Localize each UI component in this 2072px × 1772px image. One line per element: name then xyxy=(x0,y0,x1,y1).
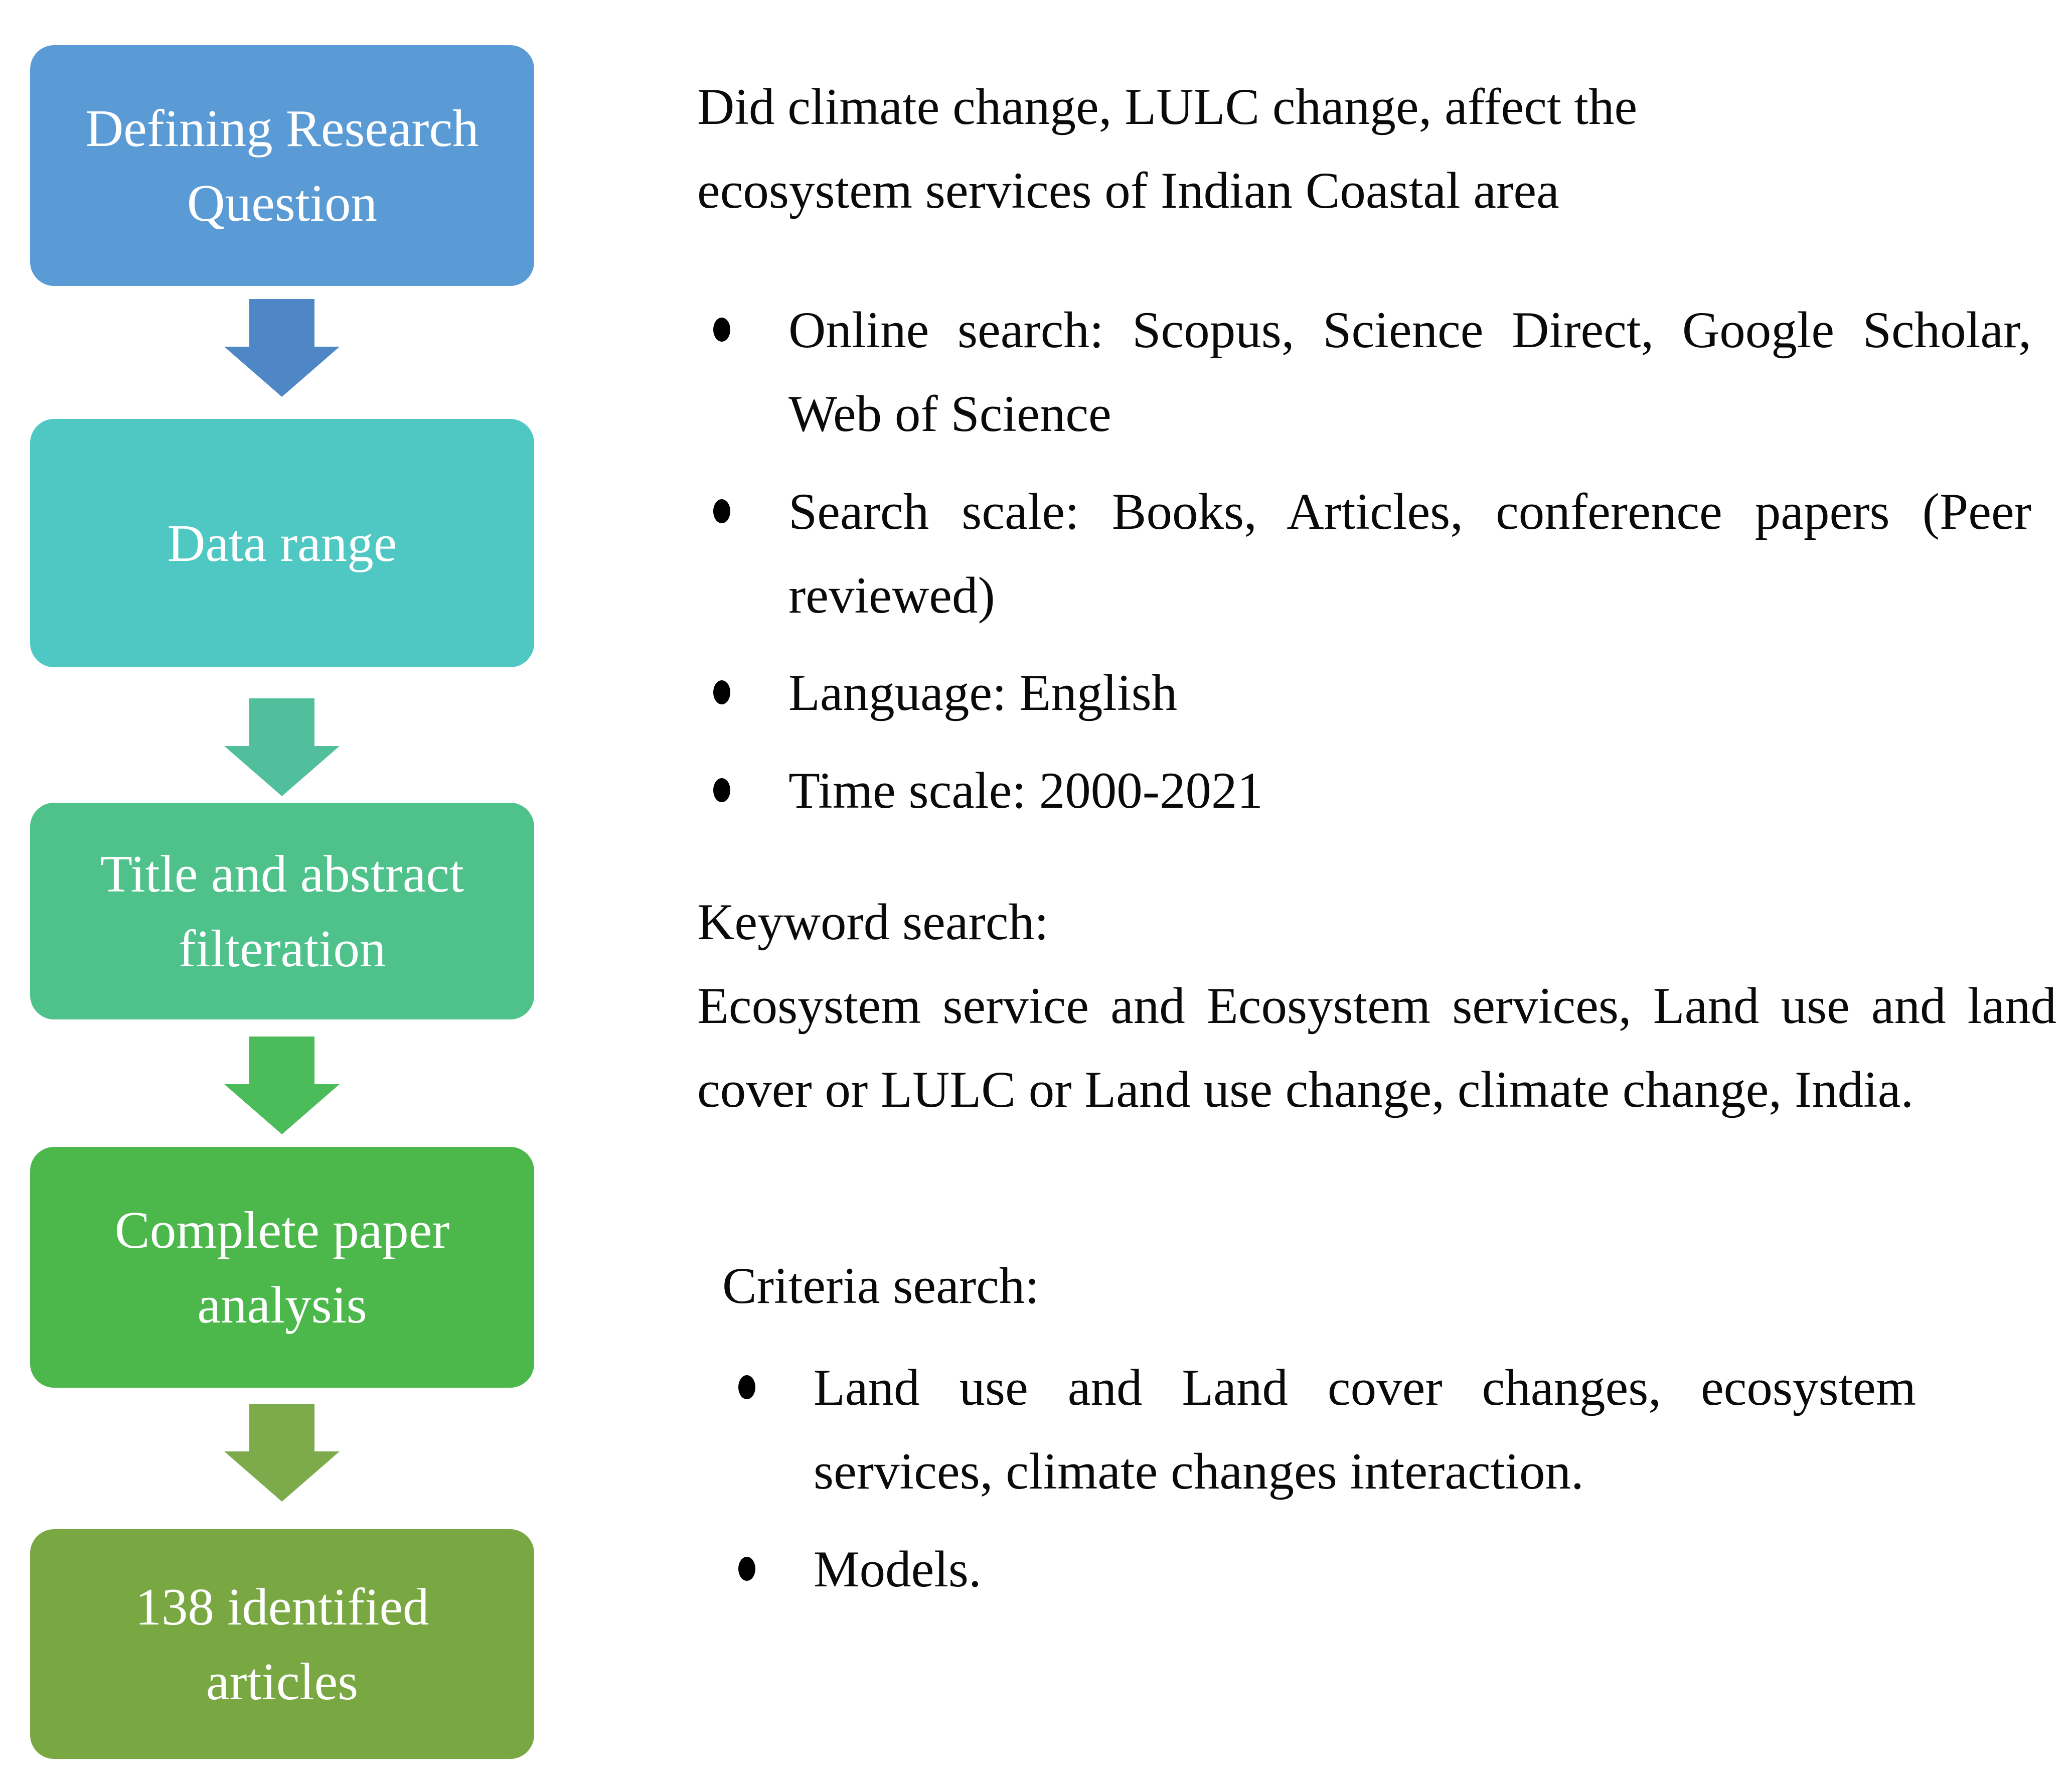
list-item-text: Land use and Land cover changes, ecosyst… xyxy=(814,1359,1916,1500)
bullet-icon xyxy=(713,680,730,705)
list-item-text: Search scale: Books, Articles, conferenc… xyxy=(788,483,2031,624)
bullet-icon xyxy=(738,1375,755,1399)
list-item-search-scale: Search scale: Books, Articles, conferenc… xyxy=(697,470,2031,638)
list-item-online-search: Online search: Scopus, Science Direct, G… xyxy=(697,288,2031,456)
flow-step-label: Defining Research Question xyxy=(85,98,479,232)
down-arrow-icon xyxy=(224,299,340,397)
bullet-icon xyxy=(713,499,730,523)
flow-step-title-abstract-filteration: Title and abstract filteration xyxy=(30,803,534,1019)
search-parameters-list: Online search: Scopus, Science Direct, G… xyxy=(697,288,2031,847)
criteria-search-list: Land use and Land cover changes, ecosyst… xyxy=(722,1346,1916,1611)
flow-step-label: Title and abstract filteration xyxy=(100,844,464,978)
down-arrow-icon xyxy=(224,698,340,796)
bullet-icon xyxy=(713,778,730,803)
bullet-icon xyxy=(738,1556,755,1581)
flow-step-defining-research-question: Defining Research Question xyxy=(30,45,534,286)
keyword-search-body: Ecosystem service and Ecosystem services… xyxy=(697,977,2056,1118)
list-item-text: Language: English xyxy=(788,664,1178,722)
down-arrow-icon xyxy=(224,1404,340,1502)
list-item-text: Models. xyxy=(814,1540,982,1598)
keyword-search-heading: Keyword search: xyxy=(697,894,1049,951)
criteria-search-block: Criteria search: Land use and Land cover… xyxy=(722,1244,1916,1625)
flow-step-complete-paper-analysis: Complete paper analysis xyxy=(30,1147,534,1388)
research-question-text: Did climate change, LULC change, affect … xyxy=(697,78,1638,219)
flow-step-label: Data range xyxy=(167,513,397,572)
keyword-search-block: Keyword search: Ecosystem service and Ec… xyxy=(697,880,2056,1132)
down-arrow-icon xyxy=(224,1037,340,1134)
list-item-criteria-interaction: Land use and Land cover changes, ecosyst… xyxy=(722,1346,1916,1514)
criteria-search-heading: Criteria search: xyxy=(722,1257,1039,1314)
list-item-models: Models. xyxy=(722,1528,1916,1611)
flow-step-label: Complete paper analysis xyxy=(114,1200,450,1334)
flow-step-identified-articles: 138 identified articles xyxy=(30,1529,534,1759)
list-item-time-scale: Time scale: 2000-2021 xyxy=(697,749,2031,833)
bullet-icon xyxy=(713,318,730,342)
flow-step-label: 138 identified articles xyxy=(135,1577,429,1711)
list-item-language: Language: English xyxy=(697,651,2031,735)
list-item-text: Time scale: 2000-2021 xyxy=(788,762,1263,820)
flow-step-data-range: Data range xyxy=(30,419,534,667)
list-item-text: Online search: Scopus, Science Direct, G… xyxy=(788,302,2031,442)
